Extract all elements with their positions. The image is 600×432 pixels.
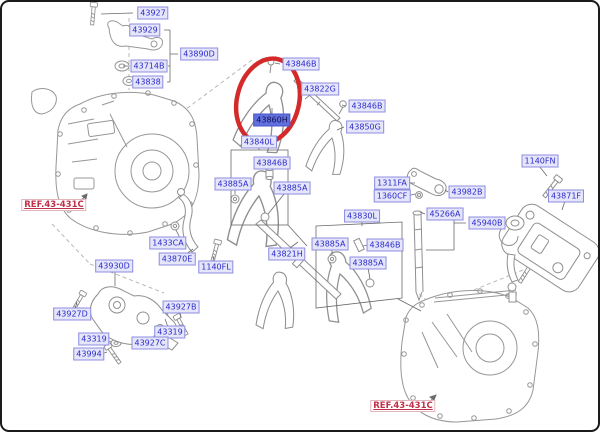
part-label-43850G[interactable]: 43850G xyxy=(346,120,384,134)
part-label-43994[interactable]: 43994 xyxy=(73,347,105,361)
part-label-43840L[interactable]: 43840L xyxy=(241,135,277,149)
part-label-43927[interactable]: 43927 xyxy=(137,6,169,20)
transaxle-case-right-drawing xyxy=(400,288,540,423)
part-label-1360CF[interactable]: 1360CF xyxy=(373,189,411,203)
part-label-45266A[interactable]: 45266A xyxy=(426,207,464,221)
part-label-43319-1[interactable]: 43319 xyxy=(154,325,186,339)
part-label-43885A-2[interactable]: 43885A xyxy=(273,181,311,195)
part-label-43927B[interactable]: 43927B xyxy=(162,300,200,314)
part-label-43930D[interactable]: 43930D xyxy=(95,259,133,273)
part-label-43885A-3[interactable]: 43885A xyxy=(311,237,349,251)
interlock-arm-and-bolts xyxy=(69,174,564,366)
part-label-1140FN[interactable]: 1140FN xyxy=(521,154,559,168)
part-label-43860H[interactable]: 43860H xyxy=(253,113,291,127)
part-label-43885A-1[interactable]: 43885A xyxy=(214,177,252,191)
part-label-1433CA[interactable]: 1433CA xyxy=(149,236,187,250)
part-label-43871F[interactable]: 43871F xyxy=(547,189,585,203)
part-label-43846B-4[interactable]: 43846B xyxy=(366,238,404,252)
part-label-43885A-4[interactable]: 43885A xyxy=(349,256,387,270)
ref-link-ref-left[interactable]: REF.43-431C xyxy=(21,199,87,211)
part-label-1311FA[interactable]: 1311FA xyxy=(374,176,410,190)
ref-link-ref-right[interactable]: REF.43-431C xyxy=(370,400,436,412)
part-label-43927C[interactable]: 43927C xyxy=(131,336,169,350)
part-label-43821H[interactable]: 43821H xyxy=(268,247,306,261)
part-label-43929[interactable]: 43929 xyxy=(129,23,161,37)
part-label-43890D[interactable]: 43890D xyxy=(180,47,218,61)
part-label-43838[interactable]: 43838 xyxy=(132,75,164,89)
part-label-43846B-2[interactable]: 43846B xyxy=(348,99,386,113)
part-label-43982B[interactable]: 43982B xyxy=(448,185,486,199)
part-label-43846B-3[interactable]: 43846B xyxy=(253,156,291,170)
part-label-43846B-1[interactable]: 43846B xyxy=(282,57,320,71)
part-label-45940B[interactable]: 45940B xyxy=(468,216,506,230)
part-label-1140FL[interactable]: 1140FL xyxy=(198,260,234,274)
part-label-43927D[interactable]: 43927D xyxy=(53,307,91,321)
part-label-43822G[interactable]: 43822G xyxy=(301,82,339,96)
part-label-43714B[interactable]: 43714B xyxy=(130,59,168,73)
part-label-43870E[interactable]: 43870E xyxy=(158,252,196,266)
part-label-43830L[interactable]: 43830L xyxy=(344,209,380,223)
leader-lines xyxy=(74,12,566,355)
shift-lever-and-motor-drawing xyxy=(406,167,598,303)
part-label-43319-2[interactable]: 43319 xyxy=(78,332,110,346)
